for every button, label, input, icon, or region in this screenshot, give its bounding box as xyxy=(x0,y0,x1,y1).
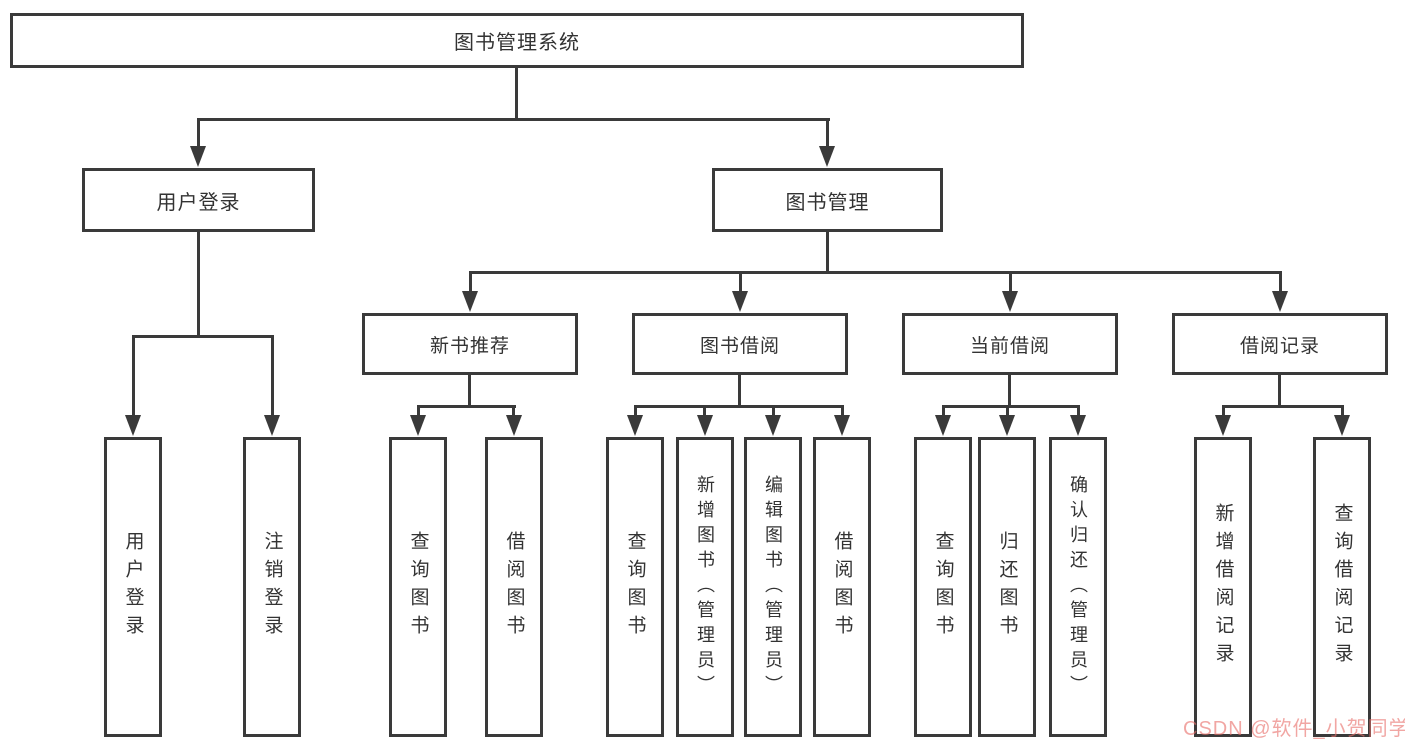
connector-line xyxy=(942,405,1080,408)
connector-line xyxy=(703,405,706,419)
connector-line xyxy=(271,335,274,420)
arrow-down-icon xyxy=(125,415,141,436)
leaf-add-borrow-record: 新增借阅记录 xyxy=(1194,437,1252,737)
leaf-confirm-return-admin: 确认归还（管理员） xyxy=(1049,437,1107,737)
connector-line xyxy=(1278,375,1281,408)
connector-line xyxy=(469,271,472,293)
connector-line xyxy=(1077,405,1080,419)
leaf-add-books-admin: 新增图书（管理员） xyxy=(676,437,734,737)
arrow-down-icon xyxy=(999,415,1015,436)
node-new-book-recommend: 新书推荐 xyxy=(362,313,578,375)
arrow-down-icon xyxy=(1002,291,1018,312)
leaf-query-books-recommend: 查询图书 xyxy=(389,437,447,737)
connector-line xyxy=(1222,405,1344,408)
connector-line xyxy=(132,335,274,338)
arrow-down-icon xyxy=(765,415,781,436)
leaf-logout: 注销登录 xyxy=(243,437,301,737)
watermark: CSDN @软件_小贺同学 xyxy=(1183,718,1405,740)
node-book-management: 图书管理 xyxy=(712,168,943,232)
leaf-edit-books-admin: 编辑图书（管理员） xyxy=(744,437,802,737)
connector-line xyxy=(469,271,1282,274)
arrow-down-icon xyxy=(697,415,713,436)
connector-line xyxy=(197,118,200,152)
connector-line xyxy=(739,271,742,293)
connector-line xyxy=(417,405,420,419)
arrow-down-icon xyxy=(506,415,522,436)
connector-line xyxy=(738,375,741,408)
arrow-down-icon xyxy=(462,291,478,312)
connector-line xyxy=(1008,375,1011,408)
connector-line xyxy=(197,232,200,338)
node-book-borrow: 图书借阅 xyxy=(632,313,848,375)
arrow-down-icon xyxy=(1272,291,1288,312)
connector-line xyxy=(515,67,518,120)
connector-line xyxy=(1341,405,1344,419)
leaf-borrow-books-recommend: 借阅图书 xyxy=(485,437,543,737)
arrow-down-icon xyxy=(1215,415,1231,436)
leaf-query-books-borrow: 查询图书 xyxy=(606,437,664,737)
node-borrow-records: 借阅记录 xyxy=(1172,313,1388,375)
connector-line xyxy=(1222,405,1225,419)
connector-line xyxy=(1006,405,1009,419)
connector-line xyxy=(826,118,829,152)
connector-line xyxy=(468,375,471,408)
connector-line xyxy=(942,405,945,419)
connector-line xyxy=(826,232,829,274)
connector-line xyxy=(634,405,637,419)
connector-line xyxy=(634,405,844,408)
leaf-return-books: 归还图书 xyxy=(978,437,1036,737)
node-user-login: 用户登录 xyxy=(82,168,315,232)
connector-line xyxy=(841,405,844,419)
connector-line xyxy=(772,405,775,419)
connector-line xyxy=(1009,271,1012,293)
connector-line xyxy=(512,405,515,419)
arrow-down-icon xyxy=(1334,415,1350,436)
connector-line xyxy=(197,118,830,121)
leaf-query-borrow-record: 查询借阅记录 xyxy=(1313,437,1371,737)
leaf-user-login: 用户登录 xyxy=(104,437,162,737)
arrow-down-icon xyxy=(732,291,748,312)
leaf-query-books-current: 查询图书 xyxy=(914,437,972,737)
connector-line xyxy=(1279,271,1282,293)
arrow-down-icon xyxy=(190,146,206,167)
arrow-down-icon xyxy=(264,415,280,436)
node-root: 图书管理系统 xyxy=(10,13,1024,68)
arrow-down-icon xyxy=(1070,415,1086,436)
leaf-borrow-books: 借阅图书 xyxy=(813,437,871,737)
arrow-down-icon xyxy=(834,415,850,436)
connector-line xyxy=(417,405,516,408)
arrow-down-icon xyxy=(819,146,835,167)
connector-line xyxy=(132,335,135,420)
arrow-down-icon xyxy=(410,415,426,436)
arrow-down-icon xyxy=(935,415,951,436)
node-current-borrow: 当前借阅 xyxy=(902,313,1118,375)
arrow-down-icon xyxy=(627,415,643,436)
